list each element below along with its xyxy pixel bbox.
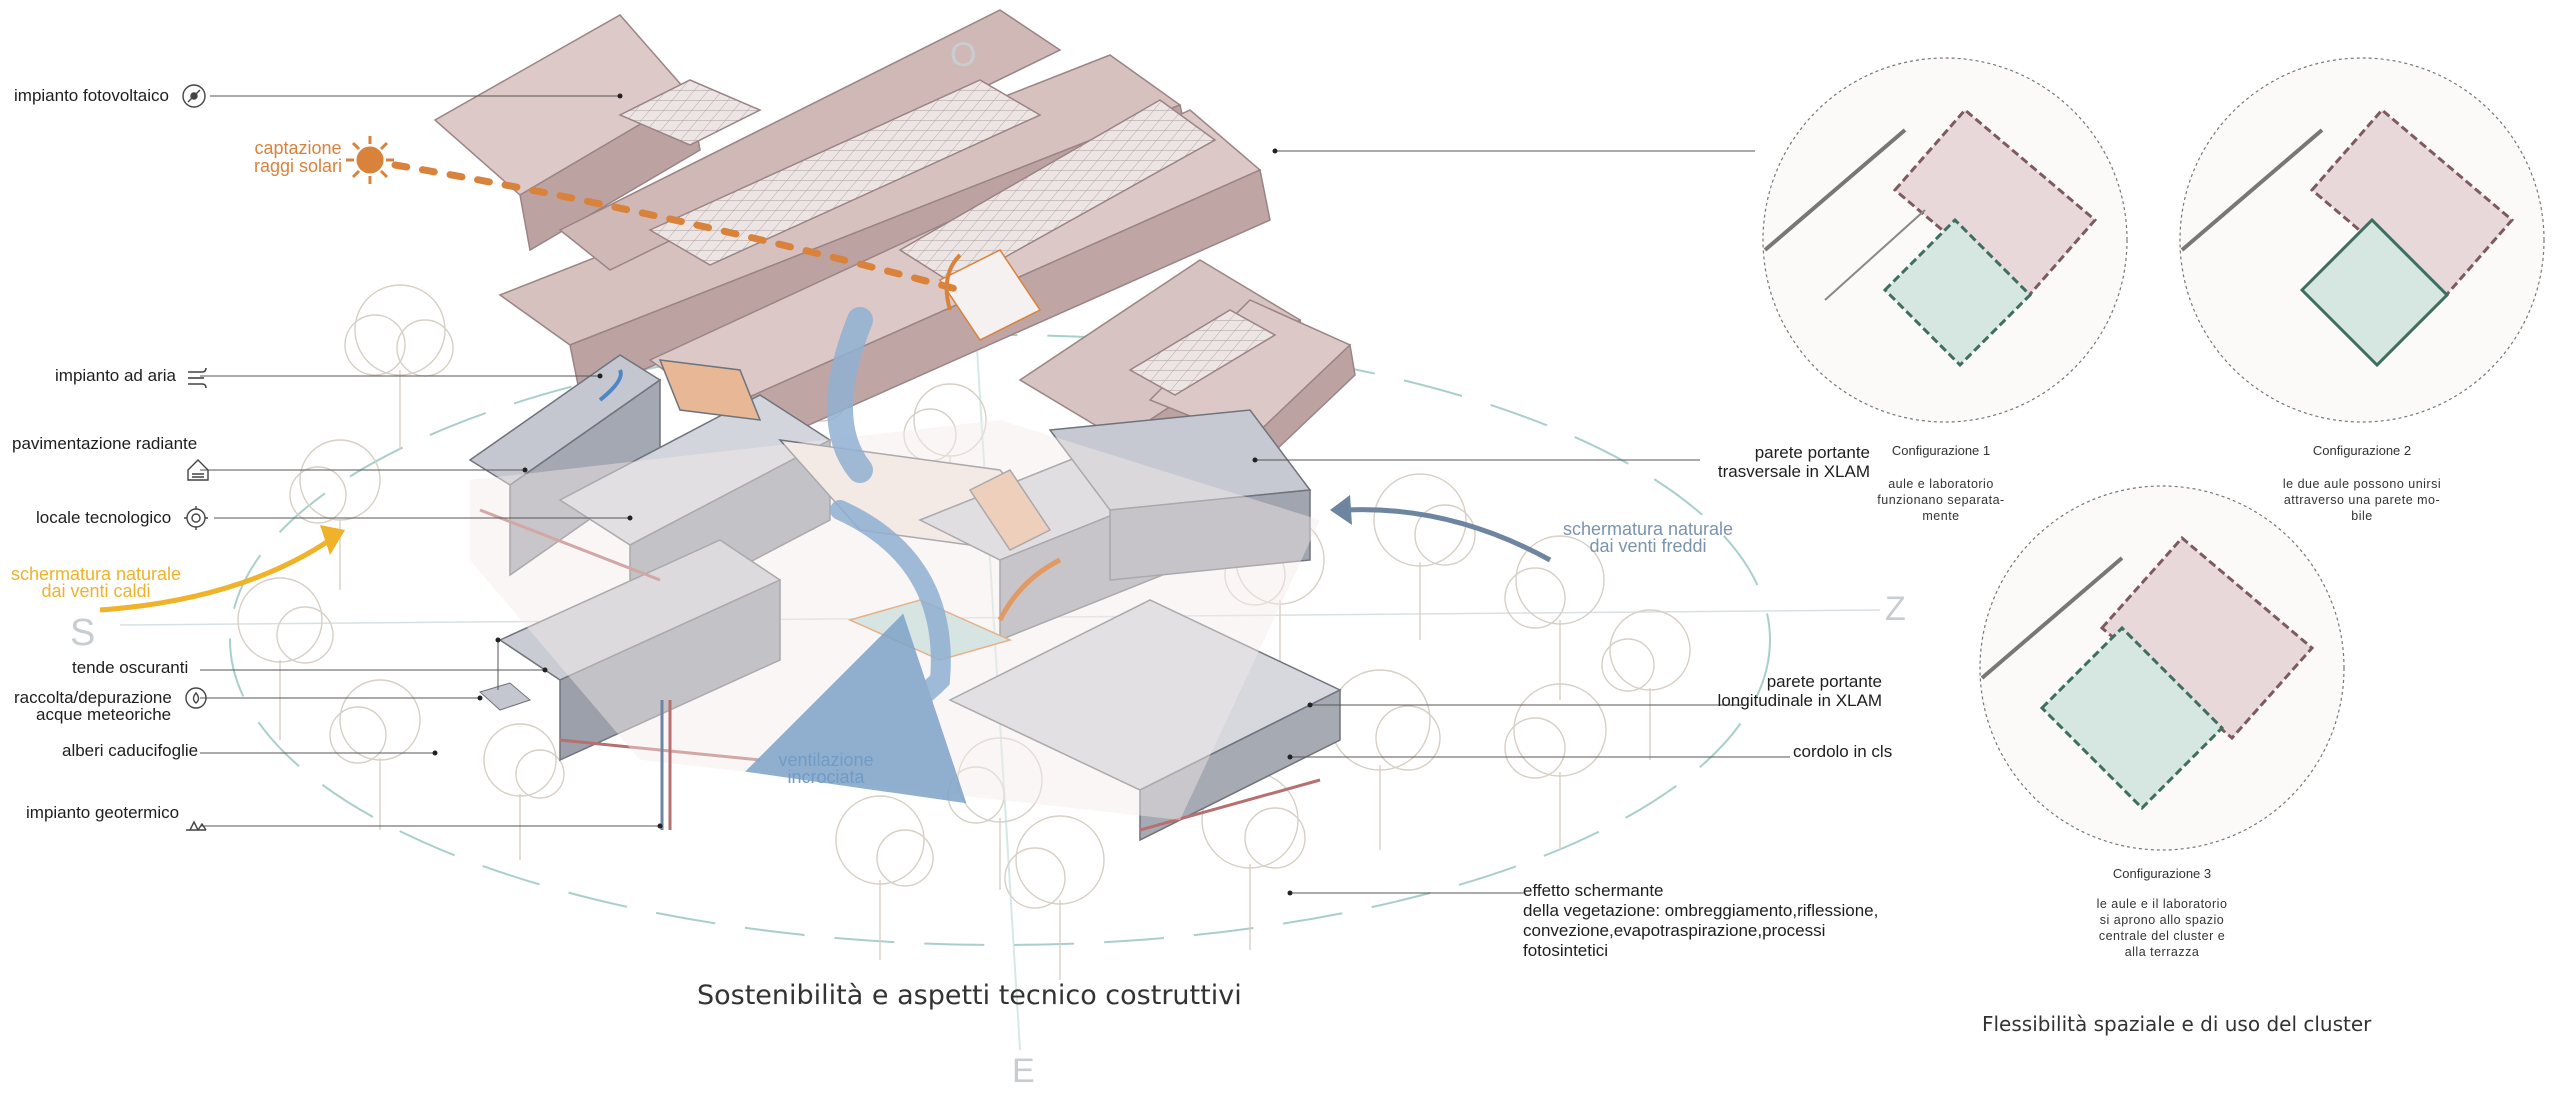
- cardinal-north: O: [950, 36, 977, 74]
- warm-wind-arrow: [99, 537, 332, 613]
- label-locale-tecnologico: locale tecnologico: [36, 508, 172, 527]
- leader-lines: [200, 95, 1790, 894]
- label-parete-trasversale-line-1: parete portante: [1754, 443, 1870, 462]
- label-raccolta-line-2: acque meteoriche: [36, 705, 172, 724]
- label-pavimentazione: pavimentazione radiante: [12, 434, 198, 453]
- configuration-3-title: Configurazione 3: [2112, 866, 2212, 881]
- configuration-1-desc-line-1: aule e laboratorio: [1888, 477, 1994, 491]
- label-effetto-line-2: della vegetazione: ombreggiamento,rifles…: [1523, 901, 1879, 920]
- water-drop-icon: [185, 687, 207, 709]
- label-ventilazione: ventilazione incrociata: [756, 750, 896, 787]
- orange-air-arrow-1: [944, 253, 962, 311]
- blue-flow-up: [827, 307, 873, 483]
- cardinal-east: E: [1012, 1052, 1035, 1090]
- configuration-2-desc: le due aule possono unirsi attraverso un…: [2252, 476, 2472, 524]
- leader-dots: [432, 93, 1313, 896]
- label-parete-longitudinale-line-1: parete portante: [1766, 672, 1882, 691]
- label-schermatura-caldi-line-1: schermatura naturale: [10, 564, 182, 584]
- label-fotovoltaico: impianto fotovoltaico: [14, 86, 169, 105]
- cold-wind-arrowhead: [1330, 495, 1352, 525]
- cardinal-south: S: [70, 612, 96, 654]
- label-alberi: alberi caducifoglie: [62, 741, 199, 760]
- configuration-2-plan: [2179, 57, 2545, 423]
- solar-ray: [391, 161, 964, 294]
- label-tende: tende oscuranti: [72, 658, 189, 677]
- air-system-icon: [188, 367, 207, 389]
- configuration-1-desc: aule e laboratorio funzionano separata- …: [1831, 476, 2051, 524]
- blue-flow-cross: [745, 500, 967, 804]
- roof-layer: [433, 9, 1356, 492]
- cluster-caption: Flessibilità spaziale e di uso del clust…: [1982, 1012, 2372, 1036]
- label-schermatura-freddi: schermatura naturale dai venti freddi: [1548, 519, 1748, 556]
- label-schermatura-caldi-line-2: dai venti caldi: [41, 581, 151, 601]
- configuration-3-plan: [1979, 485, 2345, 851]
- building-walls: [468, 354, 1342, 842]
- label-effetto-line-4: fotosintetici: [1523, 941, 1609, 960]
- rainwater-tank: [479, 682, 531, 711]
- label-impianto-aria: impianto ad aria: [55, 366, 176, 385]
- orange-air-arrow-2: [997, 557, 1062, 622]
- label-schermatura-freddi-line-2: dai venti freddi: [1589, 536, 1707, 556]
- gear-icon: [184, 506, 208, 530]
- label-ventilazione-line-2: incrociata: [787, 767, 865, 787]
- label-parete-trasversale-line-2: trasversale in XLAM: [1717, 462, 1870, 481]
- configuration-1-desc-line-2: funzionano separata-: [1877, 493, 2005, 507]
- label-schermatura-freddi-line-1: schermatura naturale: [1562, 519, 1734, 539]
- configuration-3-desc-line-4: alla terrazza: [2124, 945, 2200, 959]
- label-captazione: captazione raggi solari: [248, 139, 348, 175]
- label-effetto-line-1: effetto schermante: [1523, 881, 1664, 900]
- label-cordolo: cordolo in cls: [1793, 742, 1893, 761]
- label-parete-longitudinale-line-2: longitudinale in XLAM: [1717, 691, 1882, 710]
- label-parete-longitudinale: parete portante longitudinale in XLAM: [1600, 672, 1882, 710]
- configuration-2-desc-line-3: bile: [2351, 509, 2373, 523]
- geothermal-icon: [186, 820, 207, 831]
- warm-wind-arrowhead: [320, 525, 345, 555]
- blue-air-system: [598, 369, 623, 402]
- radiant-floor-icon: [187, 459, 209, 481]
- configuration-1-desc-line-3: mente: [1922, 509, 1960, 523]
- configuration-2-title: Configurazione 2: [2312, 443, 2412, 458]
- label-effetto-schermante: effetto schermante della vegetazione: om…: [1523, 881, 1878, 961]
- configuration-3-desc: le aule e il laboratorio si aprono allo …: [2052, 896, 2272, 960]
- sun-icon: [346, 136, 394, 184]
- label-ventilazione-line-1: ventilazione: [778, 750, 874, 770]
- configuration-2-desc-line-2: attraverso una parete mo-: [2283, 493, 2441, 507]
- label-schermatura-caldi: schermatura naturale dai venti caldi: [6, 564, 186, 601]
- configuration-1-plan: [1762, 57, 2128, 423]
- pv-icon: [182, 84, 206, 108]
- configuration-1-title: Configurazione 1: [1891, 443, 1991, 458]
- configuration-3-desc-line-2: si aprono allo spazio: [2099, 913, 2225, 927]
- configuration-3-desc-line-3: centrale del cluster e: [2098, 929, 2226, 943]
- cold-wind-arrow: [1344, 507, 1552, 563]
- configuration-3-desc-line-1: le aule e il laboratorio: [2096, 897, 2228, 911]
- label-raccolta-line-1: raccolta/depurazione: [14, 688, 172, 707]
- label-effetto-line-3: convezione,evapotraspirazione,processi: [1523, 921, 1826, 940]
- label-captazione-line-2: raggi solari: [253, 156, 343, 176]
- main-caption: Sostenibilità e aspetti tecnico costrutt…: [697, 980, 1242, 1011]
- label-parete-trasversale: parete portante trasversale in XLAM: [1640, 443, 1870, 481]
- configuration-2-desc-line-1: le due aule possono unirsi: [2282, 477, 2442, 491]
- label-geotermico: impianto geotermico: [26, 803, 180, 822]
- label-raccolta: raccolta/depurazione acque meteoriche: [14, 689, 172, 723]
- label-captazione-line-1: captazione: [254, 138, 342, 158]
- cardinal-west: Z: [1885, 590, 1906, 628]
